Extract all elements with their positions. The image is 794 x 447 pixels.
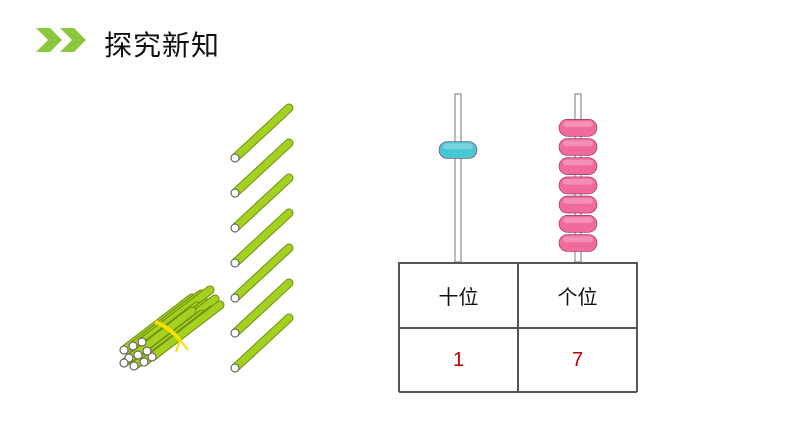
ones-header: 个位 [518, 263, 637, 328]
abacus-bead [559, 177, 597, 194]
abacus-bead [559, 196, 597, 213]
abacus-bead [559, 215, 597, 232]
abacus-bead [559, 119, 597, 136]
ones-value: 7 [518, 328, 637, 393]
abacus-bead [439, 142, 477, 159]
place-value-table: 十位 个位 1 7 [398, 262, 638, 392]
stick-bundle [120, 290, 220, 370]
abacus-bead [559, 158, 597, 175]
tens-beads [439, 142, 477, 159]
abacus-bead [559, 139, 597, 156]
abacus [439, 94, 597, 262]
single-sticks [231, 108, 289, 372]
ones-beads [559, 119, 597, 251]
tens-value: 1 [399, 328, 518, 393]
tens-header: 十位 [399, 263, 518, 328]
abacus-bead [559, 235, 597, 252]
tens-rod [455, 94, 461, 262]
